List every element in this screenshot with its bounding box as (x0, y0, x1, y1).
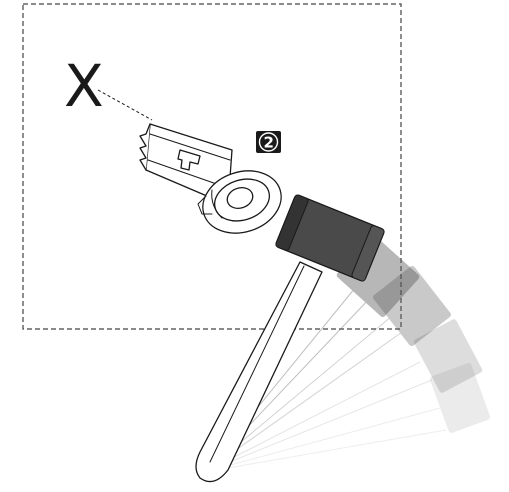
hammer-swing-ghost-3 (204, 319, 483, 473)
dashed-frame (22, 3, 402, 330)
position-marker-x: X (64, 52, 104, 120)
hammer-swing-ghost-4 (204, 363, 491, 473)
hammer-handle (195, 261, 323, 483)
spacer-teeth (139, 123, 151, 171)
leader-line (97, 89, 153, 121)
svg-text:2: 2 (264, 134, 274, 152)
hammer-head (275, 194, 385, 282)
step-badge: 2 (256, 131, 281, 153)
spacer-flange (197, 170, 282, 234)
spacer-slot (177, 149, 201, 171)
